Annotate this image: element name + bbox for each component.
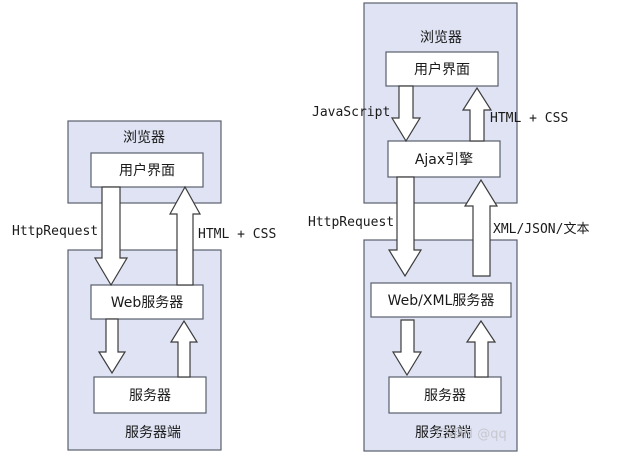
right-ui-label: 用户界面 [414,61,470,78]
right-server-box [388,376,502,414]
right-css-arrow [461,86,493,142]
left-browser-label: 浏览器 [123,130,165,146]
right-server-label: 服务器 [424,388,466,404]
left-web-server-box [90,284,204,320]
left-ui-box [90,152,204,188]
right-js-arrow [390,85,422,143]
right-diagram: 浏览器 用户界面 Ajax引擎 Web/XML服务器 服务器 服务器端 Java… [308,2,589,452]
left-server-label: 服务器 [129,388,171,404]
right-css-label: HTML + CSS [490,111,568,126]
right-down-arrow [391,319,423,377]
left-server-side-label: 服务器端 [125,425,181,441]
left-down-arrow [97,318,127,375]
right-web-server-box [370,282,512,318]
right-server-side-label: 服务器端 [415,425,471,441]
right-browser-label: 浏览器 [420,30,462,46]
right-server-container [363,239,518,452]
right-request-label: HttpRequest [308,215,394,230]
right-up-arrow [465,319,497,378]
left-request-label: HttpRequest [12,224,98,239]
right-response-label: XML/JSON/文本 [493,222,589,237]
left-ui-label: 用户界面 [119,162,175,179]
left-diagram: 浏览器 用户界面 Web服务器 服务器 服务器端 HttpRequest HTM… [12,120,276,451]
right-request-arrow [387,176,423,278]
left-server-container [67,249,222,451]
left-request-arrow [93,186,129,287]
right-web-server-label: Web/XML服务器 [388,293,495,309]
left-response-arrow [168,185,202,286]
left-web-server-label: Web服务器 [111,295,184,311]
left-response-label: HTML + CSS [198,227,276,242]
left-up-arrow [169,319,199,378]
right-js-label: JavaScript [312,105,390,120]
right-ui-box [385,51,499,87]
watermark: CSDN @qq [436,427,507,442]
right-response-arrow [463,178,499,277]
right-ajax-box [387,140,501,178]
left-server-box [93,376,207,414]
right-ajax-label: Ajax引擎 [415,152,473,168]
